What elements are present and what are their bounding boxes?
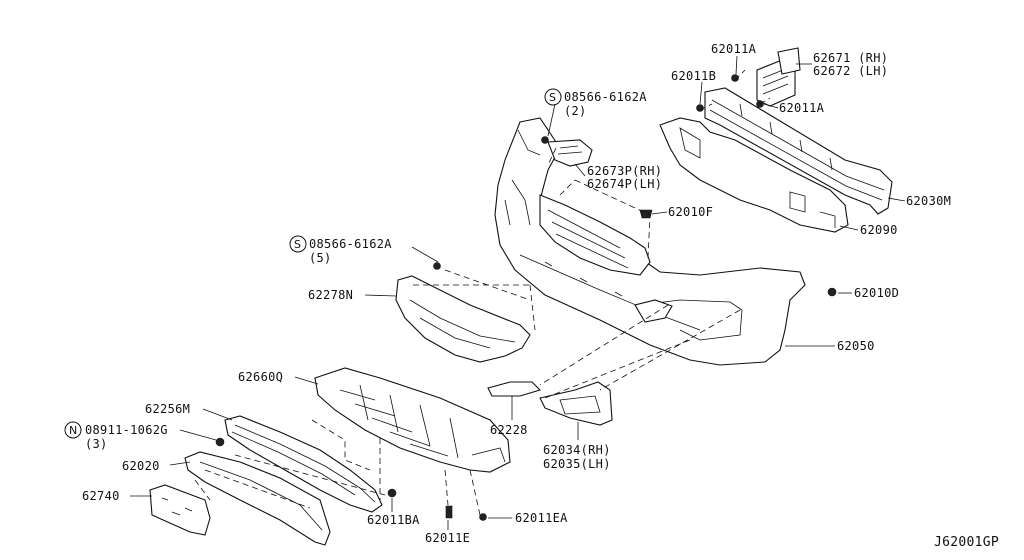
label-62011a-top: 62011A xyxy=(711,42,757,56)
label-62673p: 62673P(RH) xyxy=(587,164,662,178)
label-62660q: 62660Q xyxy=(238,370,283,384)
cover-62228 xyxy=(487,381,542,397)
screw-symbol-mid: S xyxy=(289,235,307,253)
label-08911-qty: (3) xyxy=(85,437,108,451)
svg-text:S: S xyxy=(549,91,556,104)
diagram-code: J62001GP xyxy=(934,535,999,550)
label-62011b-top: 62011B xyxy=(671,69,716,83)
label-62256m: 62256M xyxy=(145,402,190,416)
label-08911: 08911-1062G xyxy=(85,423,168,437)
label-62011e: 62011E xyxy=(425,531,470,545)
lower-grille-62256m xyxy=(224,415,383,513)
front-spoiler-62020 xyxy=(184,451,331,546)
label-62228: 62228 xyxy=(490,423,528,437)
label-62671: 62671 (RH) xyxy=(813,51,888,65)
leader-lines xyxy=(130,55,906,530)
label-08566-top: 08566-6162A xyxy=(564,90,647,104)
label-62050: 62050 xyxy=(837,339,875,353)
label-62090: 62090 xyxy=(860,223,898,237)
undercover-62660q xyxy=(314,367,511,473)
label-62011a-mid: 62011A xyxy=(779,101,825,115)
side-plate-near-62050 xyxy=(634,299,673,323)
label-62011ea: 62011EA xyxy=(515,511,568,525)
label-08566-mid-qty: (5) xyxy=(309,251,332,265)
nut-symbol: N xyxy=(64,421,82,439)
svg-text:S: S xyxy=(294,238,301,251)
assembly-dashed-lines xyxy=(194,69,771,516)
part-labels: 62011A 62671 (RH) 62672 (LH) 62011B 6201… xyxy=(82,42,951,545)
label-62674p: 62674P(LH) xyxy=(587,177,662,191)
label-62020: 62020 xyxy=(122,459,160,473)
label-62034: 62034(RH) xyxy=(543,443,611,457)
bumper-reinforcement-62030m xyxy=(704,87,893,215)
label-62278n: 62278N xyxy=(308,288,353,302)
label-62035: 62035(LH) xyxy=(543,457,611,471)
svg-text:N: N xyxy=(69,424,77,437)
label-62011ba: 62011BA xyxy=(367,513,420,527)
fog-lamp-bezel-62034-62035 xyxy=(539,381,613,426)
energy-absorber-62090 xyxy=(659,117,849,233)
license-bracket-62740 xyxy=(149,484,211,536)
grille-frame xyxy=(539,194,651,276)
fasteners xyxy=(215,74,837,521)
lower-grille-support-62278n xyxy=(395,275,531,363)
grille-bracket-62673p-62674p xyxy=(547,139,593,167)
label-08566-mid: 08566-6162A xyxy=(309,237,392,251)
label-62030m: 62030M xyxy=(906,194,951,208)
screw-symbol-top: S xyxy=(544,88,562,106)
label-62740: 62740 xyxy=(82,489,120,503)
bracket-62671-62672 xyxy=(756,47,801,107)
label-62010d: 62010D xyxy=(854,286,899,300)
label-62010f: 62010F xyxy=(668,205,713,219)
label-08566-top-qty: (2) xyxy=(564,104,587,118)
label-62672: 62672 (LH) xyxy=(813,64,888,78)
